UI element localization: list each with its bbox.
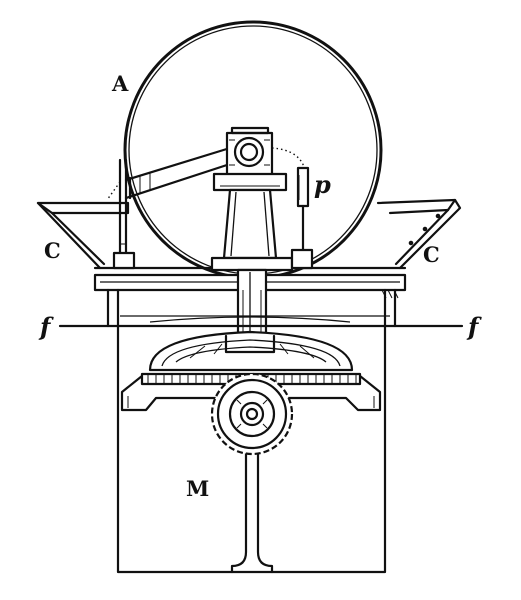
label-C-right: C <box>423 242 440 267</box>
bevel-gear <box>140 330 362 386</box>
label-f-right: f <box>466 312 482 341</box>
arm-assembly <box>106 126 314 272</box>
label-f-left: f <box>38 312 54 341</box>
label-C-left: C <box>44 238 61 263</box>
label-A: A <box>111 71 129 96</box>
label-M: M <box>186 476 209 501</box>
pinion-gear <box>210 372 294 456</box>
label-p: p <box>314 170 331 199</box>
letter-labels: A C C p f f M <box>38 71 482 501</box>
